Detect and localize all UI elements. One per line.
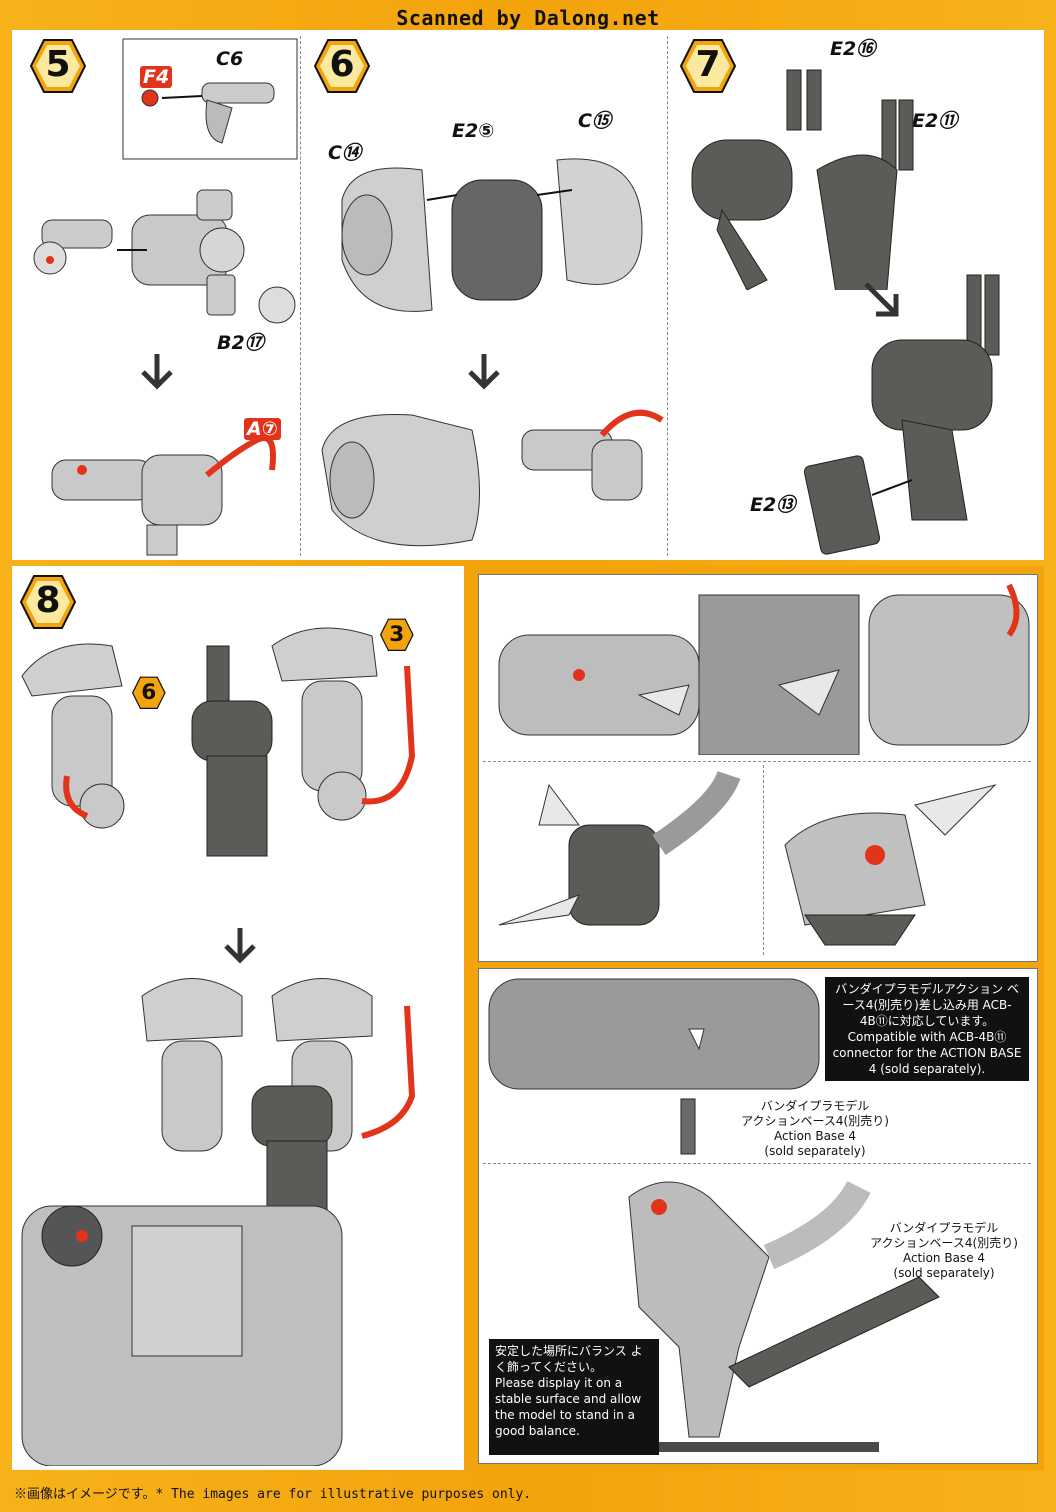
part-b2-17-label: B2⑰ [217,332,264,354]
step-6-result-illustration [321,409,664,547]
part-e2-5-label: E2⑤ [452,120,495,142]
step-5-assembly-illustration [33,189,296,324]
top-panel: 5 F4 C6 B2⑰ A⑦ [12,30,1044,560]
diagonal-arrow-icon [864,282,899,317]
part-e2-13-label: E2⑬ [750,494,796,516]
down-arrow-icon [224,928,256,964]
down-arrow-icon [141,354,173,390]
connector-illustration [488,978,820,1155]
f4-part [141,89,159,107]
ref-step-6-badge: 6 [131,676,166,710]
footer-disclaimer: ※画像はイメージです。* The images are for illustra… [14,1487,532,1502]
down-arrow-icon [468,354,500,390]
divider [483,1163,1031,1164]
part-c15-label: C⑮ [578,110,611,132]
compatibility-note: バンダイプラモデルアクション ベース4(別売り)差し込み用 ACB-4B⑪に対応… [825,977,1029,1081]
divider [483,761,1031,762]
compatibility-note-jp: バンダイプラモデルアクション ベース4(別売り)差し込み用 ACB-4B⑪に対応… [835,982,1019,1028]
step-8-panel: 8 6 3 [12,566,464,1470]
divider [300,36,301,556]
step-8-exploded-illustration [21,627,416,857]
divider [763,765,764,955]
part-e2-16-label: E2⑯ [830,38,876,60]
step-8-result-illustration [21,978,416,1466]
step-5-badge: 5 [29,38,87,94]
callout-en-1: Action Base 4 [902,1251,986,1265]
c6-part [201,82,275,144]
step-8-badge: 8 [19,574,77,630]
balance-note-jp: 安定した場所にバランス よく飾ってください。 [495,1344,643,1374]
callout-jp-2: アクションベース4(別売り) [870,1236,1018,1250]
scan-credit: Scanned by Dalong.net [396,6,660,30]
display-stand-illustration [628,1180,940,1452]
step-6-badge: 6 [313,38,371,94]
step-5-callout-box [122,38,298,160]
part-a7-label: A⑦ [244,418,281,440]
divider [667,36,668,556]
compatibility-note-en: Compatible with ACB-4B⑪ connector for th… [832,1030,1022,1076]
action-base-callout-bottom: バンダイプラモデル アクションベース4(別売り) Action Base 4 (… [859,1221,1029,1281]
callout-en-2: (sold separately) [764,1144,866,1158]
right-panels: バンダイプラモデルアクション ベース4(別売り)差し込み用 ACB-4B⑪に対応… [470,566,1044,1470]
callout-jp-2: アクションベース4(別売り) [741,1114,889,1128]
tail-pose-illustration [498,770,741,926]
step-5-result-illustration [51,435,276,556]
step-5-number: 5 [45,44,71,85]
claw-pose-illustration [498,583,1030,755]
step-7-result-illustration [803,274,1000,555]
action-base-panel: バンダイプラモデルアクション ベース4(別売り)差し込み用 ACB-4B⑪に対応… [478,968,1038,1464]
part-e2-11-label: E2⑪ [912,110,958,132]
step-7-exploded-illustration [691,69,914,290]
callout-en-2: (sold separately) [893,1266,995,1280]
action-base-callout-top: バンダイプラモデル アクションベース4(別売り) Action Base 4 (… [715,1099,915,1159]
step-8-number: 8 [35,580,61,621]
part-c6-label: C6 [216,48,244,70]
callout-jp-1: バンダイプラモデル [760,1099,870,1113]
step-7-badge: 7 [679,38,737,94]
step-6-exploded-illustration [341,158,643,312]
balance-note-en: Please display it on a stable surface an… [495,1376,642,1438]
step-6-number: 6 [329,44,355,85]
ref-step-3-number: 3 [389,621,405,647]
callout-en-1: Action Base 4 [773,1129,857,1143]
ref-step-3-badge: 3 [379,618,414,652]
balance-note: 安定した場所にバランス よく飾ってください。 Please display it… [489,1339,659,1455]
part-c14-label: C⑭ [328,142,361,164]
ref-step-6-number: 6 [141,679,157,705]
head-pose-illustration [784,784,997,946]
part-f4-label: F4 [140,66,173,88]
callout-jp-1: バンダイプラモデル [889,1221,999,1235]
pose-gallery-panel [478,574,1038,962]
step-7-number: 7 [695,44,721,85]
